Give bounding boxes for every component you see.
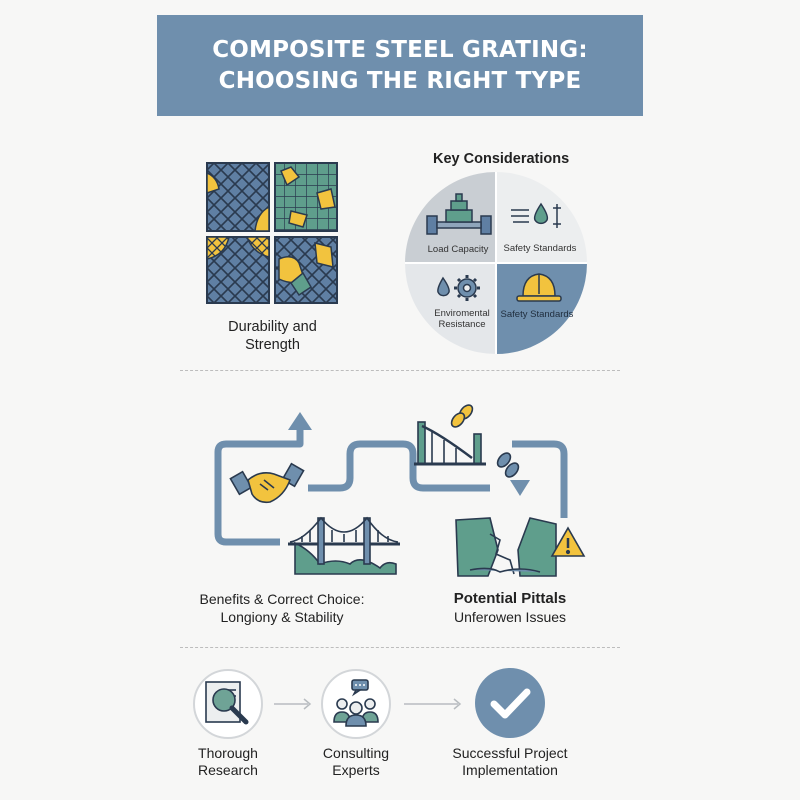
title-line-1: COMPOSITE STEEL GRATING: [212,36,588,63]
magnifier-document-icon [205,681,249,725]
arrow-right-icon [404,698,462,710]
section-divider-2 [180,647,620,648]
bridge-icon [288,516,400,575]
grating-tiles-illustration [206,162,338,304]
grating-tile-1 [206,162,270,232]
drop-gear-icon [437,275,480,301]
key-considerations-circle [405,172,587,354]
quadrant-safety-standards-bottom [496,263,587,354]
title-line-2: CHOOSING THE RIGHT TYPE [218,67,582,94]
step-experts-icon [321,669,391,739]
flow-path [214,428,490,546]
handshake-icon [229,462,305,504]
warning-icon [550,526,586,557]
quadrant-label-safety-standards-bottom: Safety Standards [500,309,574,320]
benefits-line-1: Benefits & Correct Choice: [199,591,365,607]
step-research-icon [193,669,263,739]
flow-path-illustration [214,404,586,577]
durability-line-2: Strength [245,337,300,353]
broken-chain-icon [450,404,520,478]
title-banner: COMPOSITE STEEL GRATING: CHOOSING THE RI… [157,15,643,116]
step-experts-line-1: Consulting [322,745,390,761]
pitfalls-subtitle: Unferowen Issues [453,609,567,625]
quadrant-label-environmental: Enviromental Resistance [419,308,505,330]
down-arrow-icon [510,480,530,496]
durability-caption: Durability and Strength [200,318,345,354]
pitfalls-title: Potential Pittals [453,590,567,607]
section-divider-1 [180,370,620,371]
environmental-line-1: Enviromental [434,308,490,319]
cracked-ground-icon [455,517,557,577]
step-experts-line-2: Experts [332,762,380,778]
step-success-line-1: Successful Project [452,745,568,761]
load-capacity-icon [426,193,492,235]
water-level-icon [511,202,561,228]
step-experts-label: Consulting Experts [306,745,406,779]
quadrant-label-safety-standards-top: Safety Standards [503,243,577,254]
benefits-line-2: Longiony & Stability [220,609,344,625]
success-circle [475,668,545,738]
hard-hat-icon [516,273,562,302]
arrow-right-icon [274,698,312,710]
step-research-line-2: Research [198,762,258,778]
benefits-caption: Benefits & Correct Choice: Longiony & St… [187,590,377,626]
checkmark-icon [490,688,531,719]
step-success-icon [475,668,545,738]
up-arrow-icon [288,412,312,430]
pitfalls-caption: Potential Pittals Unferowen Issues [435,590,585,626]
quadrant-label-load-capacity: Load Capacity [427,244,489,255]
step-research-label: Thorough Research [178,745,278,779]
durability-line-1: Durability and [228,319,317,335]
step-success-line-2: Implementation [462,762,558,778]
key-considerations-title: Key Considerations [433,151,570,167]
step-research-line-1: Thorough [198,745,258,761]
experts-group-icon [333,679,379,727]
environmental-line-2: Resistance [438,319,486,330]
step-success-label: Successful Project Implementation [440,745,580,779]
broken-ramp-icon [414,421,486,466]
